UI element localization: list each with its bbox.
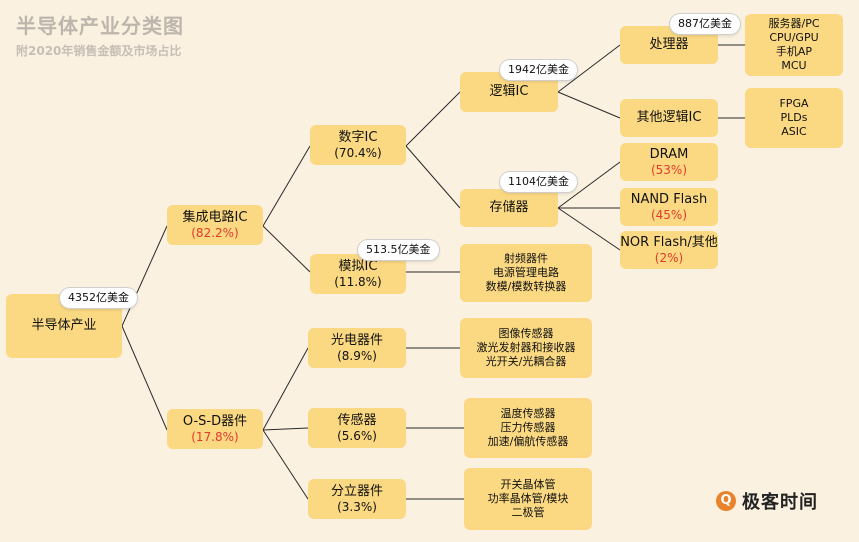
items-other-logic: FPGA PLDs ASIC <box>745 88 843 148</box>
geektime-logo-icon: Q <box>716 491 736 511</box>
node-other-logic-ic: 其他逻辑IC <box>620 99 718 137</box>
market-size-cloud-root: 4352亿美金 <box>60 288 137 308</box>
item-line: 压力传感器 <box>500 421 556 434</box>
node-discrete: 分立器件 (3.3%) <box>308 479 406 519</box>
item-line: 图像传感器 <box>498 327 554 340</box>
node-label: 分立器件 <box>330 483 383 499</box>
node-analog-ic: 模拟IC (11.8%) <box>310 254 406 294</box>
node-nand-flash: NAND Flash (45%) <box>620 188 718 226</box>
node-osd: O-S-D器件 (17.8%) <box>167 409 263 449</box>
node-dram: DRAM (53%) <box>620 143 718 181</box>
node-label: NAND Flash <box>630 191 708 207</box>
node-memory: 存储器 <box>460 189 558 227</box>
node-label: O-S-D器件 <box>182 413 248 429</box>
market-size-cloud-processor: 887亿美金 <box>670 14 740 34</box>
node-percent: (11.8%) <box>334 274 382 289</box>
link-ic-digital <box>262 145 311 227</box>
item-line: 加速/偏航传感器 <box>487 435 569 448</box>
node-percent: (5.6%) <box>337 428 377 443</box>
link-osd-discrete <box>262 429 309 500</box>
item-line: 数模/模数转换器 <box>485 280 567 293</box>
node-sensor: 传感器 (5.6%) <box>308 408 406 448</box>
item-line: 射频器件 <box>504 252 548 265</box>
link-ic-analog <box>262 225 311 273</box>
item-line: 电源管理电路 <box>493 266 559 279</box>
node-percent: (82.2%) <box>191 225 239 240</box>
item-line: FPGA <box>779 97 809 110</box>
item-line: 光开关/光耦合器 <box>485 355 567 368</box>
link-logic-other <box>557 91 621 119</box>
node-label: 集成电路IC <box>182 209 248 225</box>
link-memory-nor <box>557 207 621 251</box>
item-line: ASIC <box>781 125 807 138</box>
node-digital-ic: 数字IC (70.4%) <box>310 125 406 165</box>
page-subtitle: 附2020年销售金额及市场占比 <box>16 44 182 58</box>
node-label: 逻辑IC <box>489 84 529 99</box>
items-opto: 图像传感器 激光发射器和接收器 光开关/光耦合器 <box>460 318 592 378</box>
brand-logo: Q 极客时间 <box>716 488 818 514</box>
items-processor: 服务器/PC CPU/GPU 手机AP MCU <box>745 14 843 76</box>
link-digital-logic <box>405 91 461 147</box>
node-percent: (8.9%) <box>337 348 377 363</box>
item-line: 手机AP <box>775 45 813 58</box>
node-label: DRAM <box>649 146 689 162</box>
node-percent: (17.8%) <box>191 429 239 444</box>
node-label: 光电器件 <box>330 332 383 348</box>
node-label: 处理器 <box>649 37 689 52</box>
items-sensor: 温度传感器 压力传感器 加速/偏航传感器 <box>464 398 592 458</box>
node-ic: 集成电路IC (82.2%) <box>167 205 263 245</box>
item-line: 服务器/PC <box>768 17 820 30</box>
link-digital-memory <box>405 145 461 209</box>
item-line: 激光发射器和接收器 <box>476 341 576 354</box>
node-label: 其他逻辑IC <box>636 110 702 125</box>
link-osd-sensor <box>262 427 309 431</box>
link-logic-processor <box>557 44 621 93</box>
link-memory-dram <box>557 161 621 209</box>
node-label: 传感器 <box>337 412 377 428</box>
item-line: CPU/GPU <box>769 31 819 44</box>
node-nor-flash: NOR Flash/其他 (2%) <box>620 231 718 269</box>
item-line: 二极管 <box>511 506 545 519</box>
node-percent: (3.3%) <box>337 499 377 514</box>
link-osd-opto <box>262 347 309 431</box>
node-percent: (70.4%) <box>334 145 382 160</box>
node-percent: (2%) <box>654 250 684 265</box>
item-line: 温度传感器 <box>500 407 556 420</box>
node-label: 半导体产业 <box>31 318 97 333</box>
items-discrete: 开关晶体管 功率晶体管/模块 二极管 <box>464 468 592 530</box>
node-label: 数字IC <box>338 129 378 145</box>
brand-name: 极客时间 <box>742 492 818 513</box>
market-size-cloud-memory: 1104亿美金 <box>500 172 577 192</box>
node-percent: (53%) <box>650 162 688 177</box>
market-size-cloud-logic: 1942亿美金 <box>500 60 577 80</box>
item-line: 开关晶体管 <box>500 478 556 491</box>
page-title: 半导体产业分类图 <box>16 14 184 38</box>
node-label: 模拟IC <box>338 258 378 274</box>
link-root-ic <box>121 225 168 327</box>
items-analog: 射频器件 电源管理电路 数模/模数转换器 <box>460 244 592 302</box>
item-line: MCU <box>781 59 807 72</box>
item-line: PLDs <box>780 111 808 124</box>
node-opto: 光电器件 (8.9%) <box>308 328 406 368</box>
market-size-cloud-analog: 513.5亿美金 <box>358 240 439 260</box>
node-label: 存储器 <box>489 200 529 215</box>
node-label: NOR Flash/其他 <box>620 234 718 250</box>
link-root-osd <box>121 325 168 431</box>
node-percent: (45%) <box>650 207 688 222</box>
item-line: 功率晶体管/模块 <box>487 492 569 505</box>
